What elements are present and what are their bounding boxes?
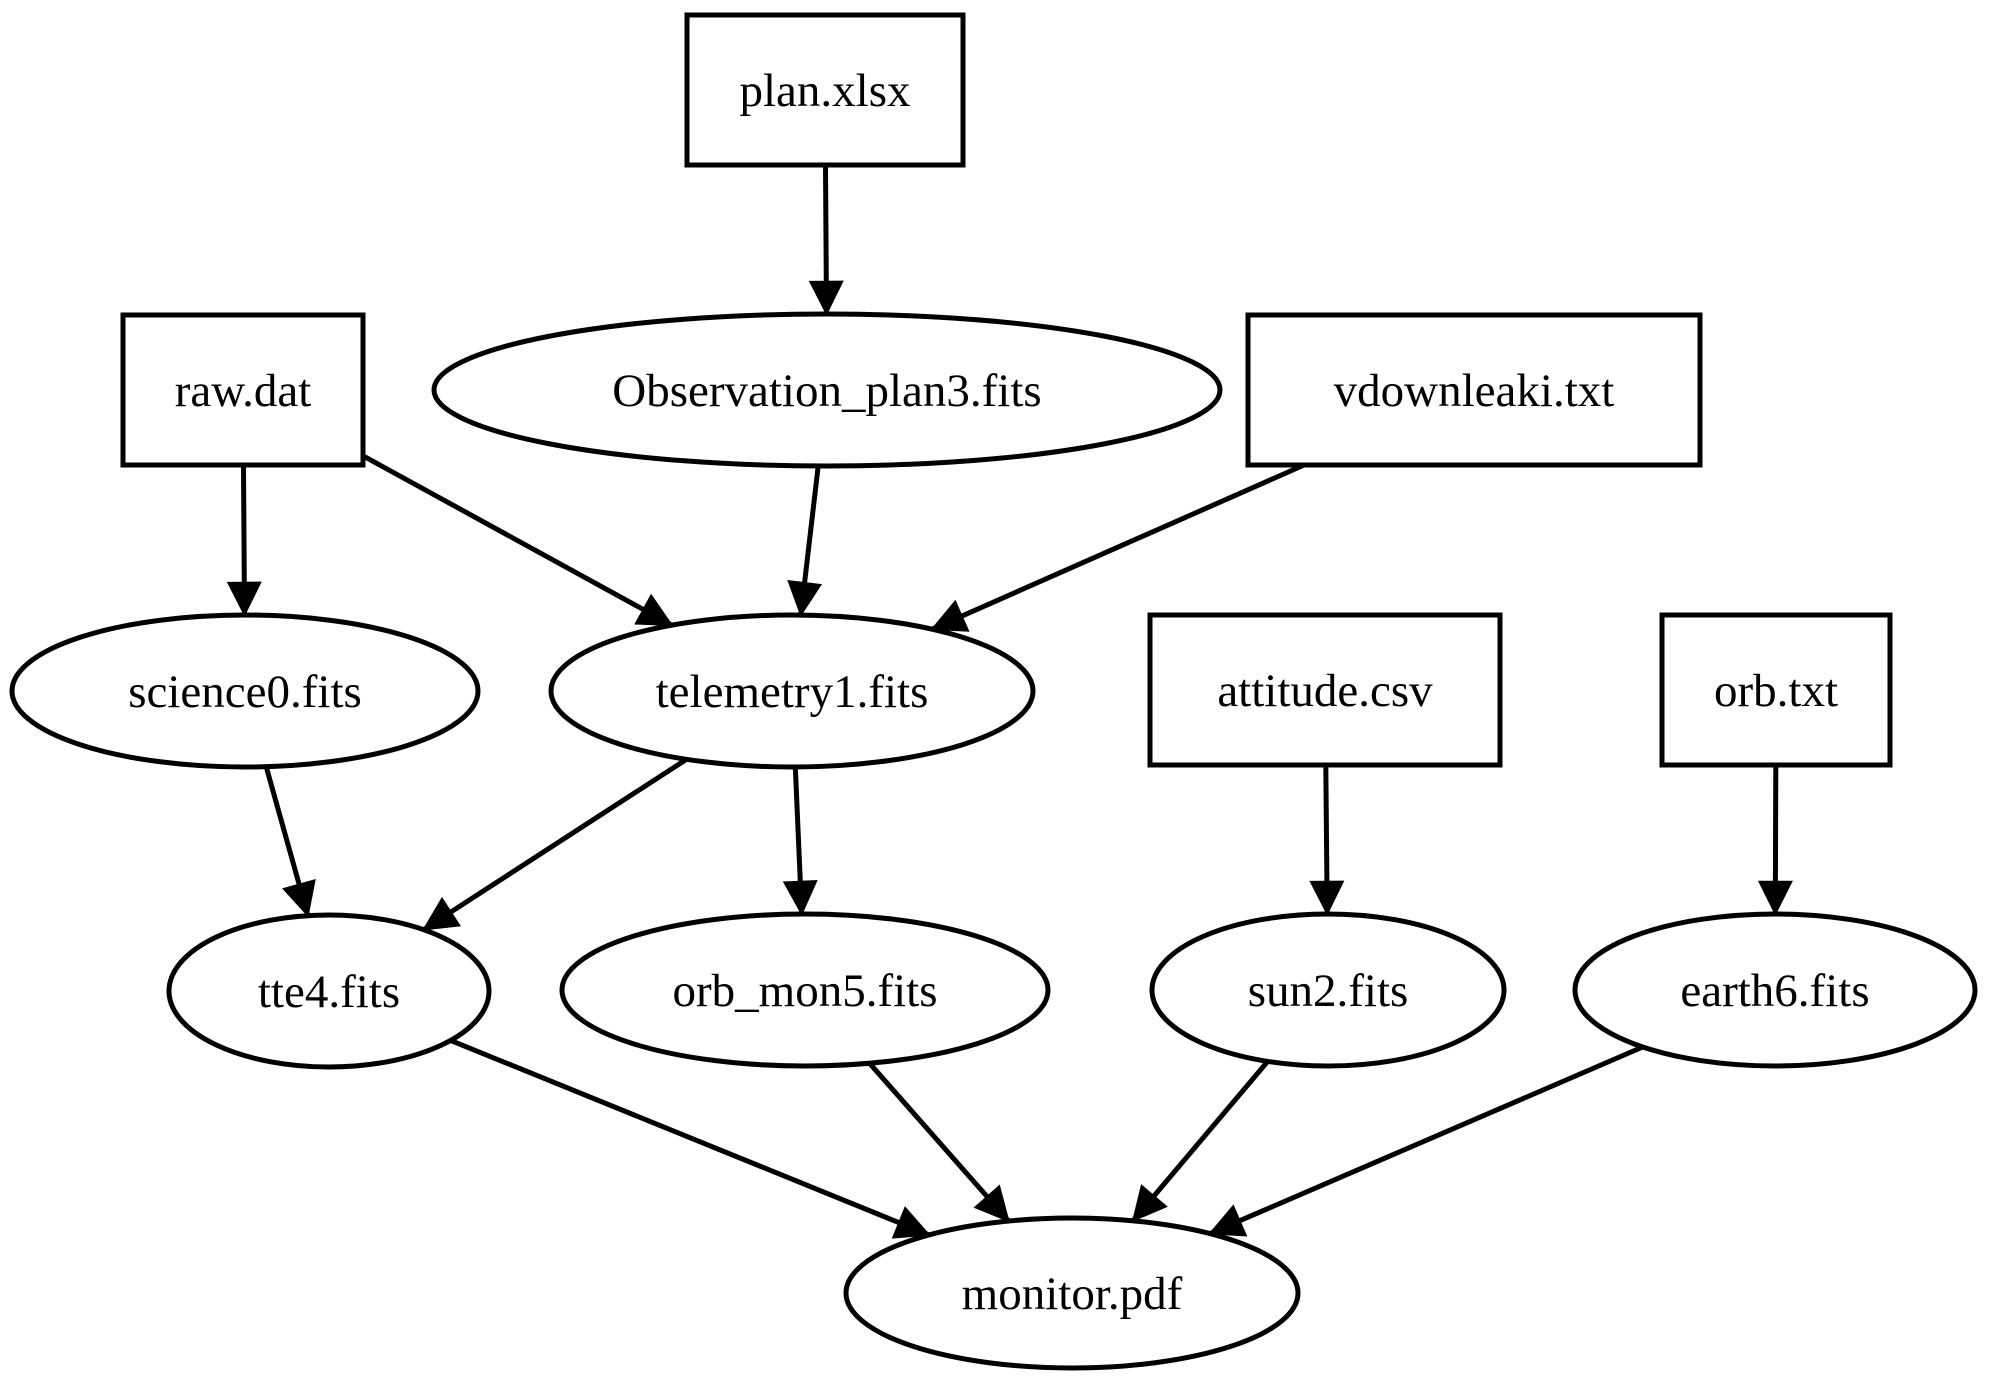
node-earth6_fits: earth6.fits bbox=[1572, 911, 1978, 1069]
node-shape-ellipse bbox=[9, 612, 481, 770]
edge-observation_plan3_fits-to-telemetry1_fits bbox=[787, 465, 823, 617]
node-shape-rect bbox=[120, 312, 366, 468]
node-observation_plan3_fits: Observation_plan3.fits bbox=[431, 311, 1223, 469]
node-label: orb.txt bbox=[1714, 665, 1838, 717]
node-vdownleaki_txt: vdownleaki.txt bbox=[1245, 312, 1703, 468]
node-label: attitude.csv bbox=[1217, 665, 1433, 717]
edge-raw_dat-to-telemetry1_fits bbox=[361, 453, 674, 628]
edge-telemetry1_fits-to-orb_mon5_fits bbox=[782, 766, 818, 916]
edge-orb_txt-to-earth6_fits bbox=[1757, 764, 1793, 916]
node-label: telemetry1.fits bbox=[656, 666, 929, 718]
node-tte4_fits: tte4.fits bbox=[166, 912, 492, 1070]
edge-tte4_fits-to-monitor_pdf bbox=[449, 1038, 931, 1239]
edge-plan_xlsx-to-observation_plan3_fits bbox=[808, 164, 844, 316]
node-orb_txt: orb.txt bbox=[1659, 612, 1893, 768]
node-label: orb_mon5.fits bbox=[672, 965, 937, 1017]
node-shape-ellipse bbox=[166, 912, 492, 1070]
node-sun2_fits: sun2.fits bbox=[1149, 911, 1507, 1069]
node-shape-ellipse bbox=[431, 311, 1223, 469]
edge-sun2_fits-to-monitor_pdf bbox=[1131, 1059, 1270, 1223]
node-orb_mon5_fits: orb_mon5.fits bbox=[559, 911, 1051, 1069]
node-monitor_pdf: monitor.pdf bbox=[843, 1215, 1301, 1371]
node-telemetry1_fits: telemetry1.fits bbox=[548, 612, 1036, 770]
node-plan_xlsx: plan.xlsx bbox=[684, 12, 966, 168]
node-shape-rect bbox=[1659, 612, 1893, 768]
node-label: Observation_plan3.fits bbox=[612, 365, 1041, 417]
edge-science0_fits-to-tte4_fits bbox=[263, 766, 316, 918]
node-shape-rect bbox=[1147, 612, 1503, 768]
node-label: earth6.fits bbox=[1680, 965, 1869, 1017]
nodes-layer: plan.xlsx raw.dat Observation_plan3.fits vd… bbox=[9, 12, 1978, 1371]
node-shape-ellipse bbox=[1572, 911, 1978, 1069]
edge-raw_dat-to-science0_fits bbox=[226, 464, 262, 617]
node-label: monitor.pdf bbox=[962, 1268, 1183, 1320]
node-attitude_csv: attitude.csv bbox=[1147, 612, 1503, 768]
node-shape-ellipse bbox=[559, 911, 1051, 1069]
edge-telemetry1_fits-to-tte4_fits bbox=[422, 757, 688, 932]
node-shape-rect bbox=[684, 12, 966, 168]
node-label: raw.dat bbox=[175, 365, 312, 417]
node-science0_fits: science0.fits bbox=[9, 612, 481, 770]
node-shape-ellipse bbox=[1149, 911, 1507, 1069]
edge-vdownleaki_txt-to-telemetry1_fits bbox=[930, 462, 1306, 632]
node-label: vdownleaki.txt bbox=[1334, 365, 1615, 417]
node-raw_dat: raw.dat bbox=[120, 312, 366, 468]
node-label: science0.fits bbox=[128, 666, 362, 718]
edge-earth6_fits-to-monitor_pdf bbox=[1208, 1044, 1644, 1237]
node-label: sun2.fits bbox=[1248, 965, 1409, 1017]
node-shape-ellipse bbox=[843, 1215, 1301, 1371]
edge-orb_mon5_fits-to-monitor_pdf bbox=[867, 1061, 1011, 1223]
node-label: tte4.fits bbox=[258, 966, 400, 1018]
edge-attitude_csv-to-sun2_fits bbox=[1309, 764, 1345, 916]
node-shape-rect bbox=[1245, 312, 1703, 468]
node-label: plan.xlsx bbox=[739, 65, 910, 117]
node-shape-ellipse bbox=[548, 612, 1036, 770]
edges-layer bbox=[226, 164, 1793, 1239]
